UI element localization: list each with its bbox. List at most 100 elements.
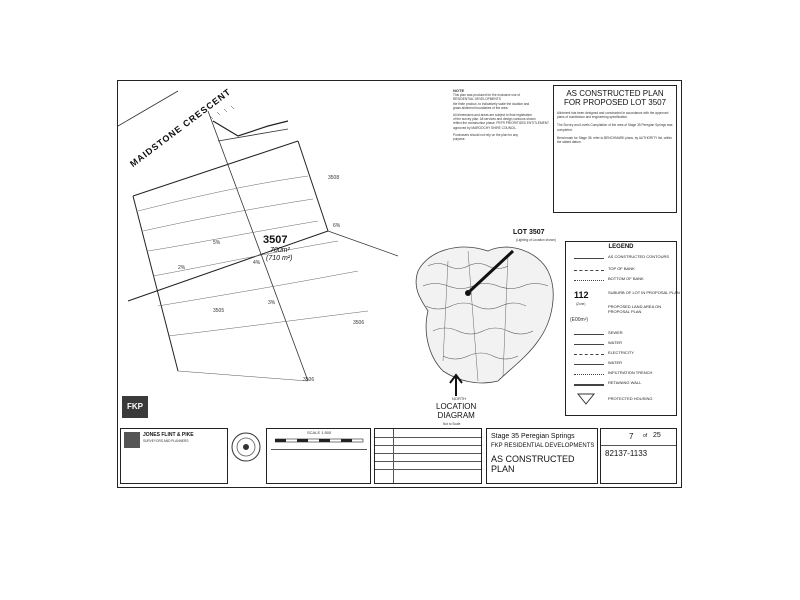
adjacent-lot-label: 3505 (213, 308, 225, 314)
notes-line: All dimensions and areas are subject to … (453, 113, 533, 118)
lot-boundary (207, 110, 309, 382)
legend-item: PROTECTED HOUSING (608, 396, 653, 401)
title-box: AS CONSTRUCTED PLAN FOR PROPOSED LOT 350… (553, 85, 677, 213)
location-lot-label: LOT 3507 (513, 229, 545, 236)
sheet-number: 7 (629, 432, 634, 441)
scale-bar (275, 438, 364, 443)
revision-block (374, 428, 482, 484)
protected-housing-icon (576, 393, 596, 405)
street-network (422, 283, 549, 289)
scale-block: SCALE 1:500 (266, 428, 371, 484)
legend-box: LEGEND AS CONSTRUCTED CONTOURS TOP OF BA… (565, 241, 680, 416)
contour-line (137, 175, 309, 212)
lot-number: 3507 (263, 234, 288, 246)
legend-item: WATER (572, 360, 682, 370)
location-title: LOCATION DIAGRAM (436, 402, 477, 420)
kerb-line (217, 128, 289, 142)
legend-item: RETAINING WALL (572, 380, 682, 390)
council-seal-icon (231, 432, 261, 462)
contour-line (142, 198, 314, 232)
title-paragraph: Allotment has been designed and construc… (557, 111, 669, 120)
notes-line: purpose. (453, 137, 466, 142)
lot-area: 700m² (270, 247, 290, 254)
drawing-number: 82137-1133 (605, 449, 648, 458)
legend-item: PROPOSED LAND AREA ON PROPOSAL PLAN (608, 304, 662, 314)
lot-boundary (132, 195, 179, 372)
notes-block: NOTE This plan was produced for the excl… (453, 88, 553, 142)
scale-detail-grid (271, 449, 367, 482)
notes-line: approved by MAROOCHY SHIRE COUNCIL. (453, 125, 517, 130)
location-scale-note: Not to Scale (443, 422, 461, 426)
legend-item: WATER (572, 340, 682, 350)
company-name: JONES FLINT & PIKE (143, 432, 194, 438)
legend-item: BOTTOM OF BANK (572, 276, 682, 286)
contour-line (167, 310, 369, 337)
adjacent-lot-label: 3508 (328, 175, 340, 181)
street-network (442, 352, 519, 360)
contour-label: 3% (268, 300, 276, 306)
location-lot-sub: (Lighting of Location shown) (516, 238, 556, 242)
legend-lot-example-sub: (Zone) (576, 302, 586, 306)
legend-item: ELECTRICITY (572, 350, 682, 360)
sheet-total: 25 (653, 432, 661, 439)
sheet-block: 7 of 25 82137-1133 (600, 428, 677, 484)
notes-line: Purchasers should not rely on the plan f… (453, 132, 519, 137)
north-arrow (449, 373, 463, 396)
adjacent-lot-label: 3506 (353, 320, 365, 326)
lot-boundary (177, 370, 309, 382)
legend-item: TOP OF BANK (572, 266, 682, 276)
title-paragraph: Benchmark for Stage 35: refer to BENCHMA… (557, 135, 672, 145)
lot-marker (465, 290, 471, 296)
lot-boundary (297, 140, 329, 232)
plan-sheet: MAIDSTONE CRESCENT 3507 700m² (710 m²) 3… (117, 80, 682, 488)
adjacent-lot-label: 3506 (303, 377, 315, 383)
hatching (209, 105, 235, 120)
street-network (442, 250, 509, 382)
project-name: Stage 35 Peregian Springs (491, 433, 575, 440)
notes-heading: NOTE (453, 88, 465, 93)
legend-item: SEWER (572, 330, 682, 340)
location-diagram-map (415, 246, 554, 396)
legend-item: INFILTRATION TRENCH (572, 370, 682, 380)
scale-label: SCALE 1:500 (307, 430, 332, 435)
contour-line (147, 220, 319, 252)
lot-boundary (118, 90, 179, 127)
legend-area-example: (E00m²) (570, 317, 589, 323)
project-client: FKP RESIDENTIAL DEVELOPMENTS (491, 443, 595, 449)
lot-area-alt: (710 m²) (266, 255, 293, 262)
north-label: NORTH (452, 396, 467, 401)
plan-title: AS CONSTRUCTED PLAN FOR PROPOSED LOT 350… (563, 89, 667, 107)
lot-boundary (127, 230, 329, 302)
notes-line: the finite product, to indicatively scal… (453, 101, 530, 106)
location-pointer (468, 249, 515, 293)
contour-label: 2% (178, 265, 186, 271)
legend-lot-example: 112 (574, 290, 589, 300)
contour-label: 5% (213, 240, 221, 246)
legend-item: AS CONSTRUCTED CONTOURS (572, 254, 682, 264)
suburb-outline (415, 246, 554, 384)
street-network (425, 302, 527, 310)
lot-plan-drawing (118, 90, 399, 382)
notes-line: reflect the construction phase. PEFR PRI… (453, 121, 550, 126)
notes-line: RESIDENTIAL DEVELOPMENTS (453, 97, 501, 102)
kerb-line (212, 120, 289, 137)
contour-label: 6% (333, 223, 341, 229)
company-tagline: SURVEYORS AND PLANNERS (143, 439, 189, 443)
notes-line: of the survey plan. All services and des… (453, 117, 536, 122)
company-logo (124, 432, 140, 448)
contour-line (157, 270, 359, 307)
contour-label: 4% (253, 260, 261, 266)
lot-boundary (132, 140, 299, 197)
fkp-logo: FKP (122, 396, 148, 418)
project-block: Stage 35 Peregian Springs FKP RESIDENTIA… (486, 428, 598, 484)
title-paragraph: The Survey and Levels Compilation of the… (557, 123, 673, 132)
company-block: JONES FLINT & PIKE SURVEYORS AND PLANNER… (120, 428, 228, 484)
lot-boundary (327, 230, 399, 257)
project-plan-title: AS CONSTRUCTED PLAN (491, 454, 575, 474)
notes-line: This plan was produced for the exclusive… (453, 93, 521, 98)
contour-line (152, 240, 339, 277)
street-network (432, 327, 534, 335)
legend-item: SUBURB OF LOT IN PROPOSAL PLAN (608, 290, 680, 295)
legend-heading: LEGEND (608, 244, 634, 250)
notes-line: grass allotment boundaries of the area. (453, 105, 509, 110)
